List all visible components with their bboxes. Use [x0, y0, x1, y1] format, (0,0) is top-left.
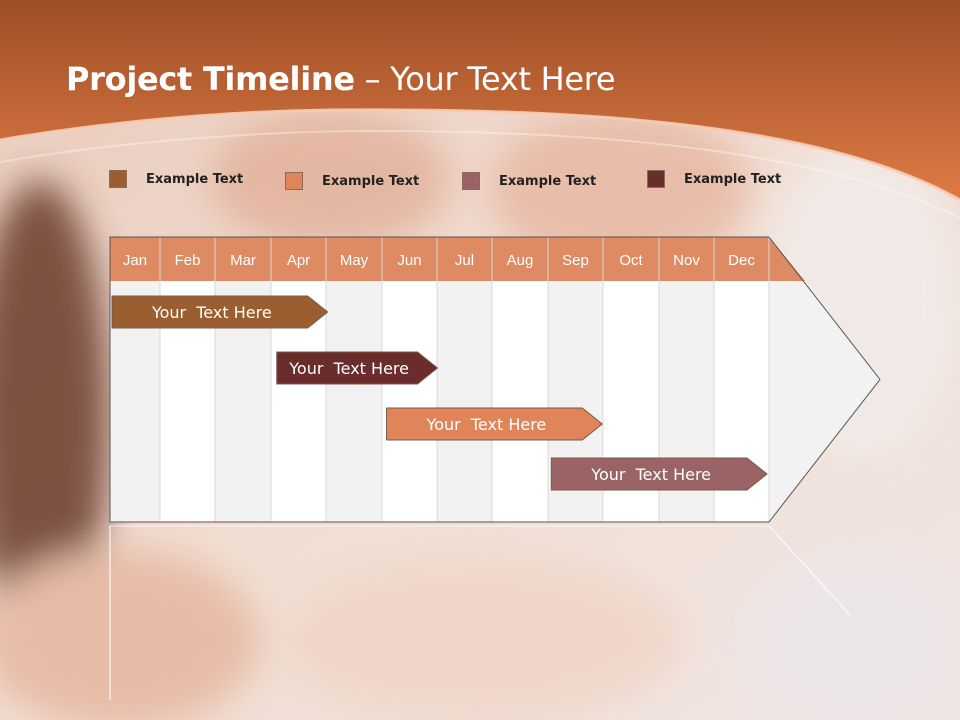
- month-label-sep: Sep: [562, 252, 589, 269]
- slide-title-rest: – Your Text Here: [354, 60, 616, 98]
- task-arrow-3: [386, 407, 604, 441]
- month-label-jun: Jun: [397, 252, 421, 269]
- month-label-jul: Jul: [455, 252, 474, 269]
- task-label-1: Your Text Here: [151, 303, 272, 322]
- month-column-aug: [492, 281, 548, 522]
- month-column-jun: [382, 281, 437, 522]
- legend-swatch-1: [109, 170, 127, 188]
- task-arrow-4: [550, 457, 768, 491]
- timeline-outline: [109, 236, 881, 523]
- task-label-3: Your Text Here: [426, 415, 547, 434]
- month-label-oct: Oct: [619, 252, 643, 269]
- month-label-may: May: [340, 252, 369, 269]
- legend-swatch-2: [285, 172, 303, 190]
- legend-label-1: Example Text: [146, 172, 244, 187]
- legend-swatch-3: [462, 172, 480, 190]
- month-column-may: [326, 281, 382, 522]
- timeline-reflection-right: [768, 525, 851, 616]
- month-column-jul: [437, 281, 492, 522]
- slide-title: Project Timeline – Your Text Here: [66, 60, 616, 98]
- task-arrow-2: [276, 351, 439, 385]
- month-label-feb: Feb: [175, 252, 201, 269]
- slide-title-bold: Project Timeline: [66, 60, 355, 98]
- legend-label-4: Example Text: [684, 172, 782, 187]
- legend-swatch-4: [647, 170, 665, 188]
- task-arrow-1: [111, 295, 329, 329]
- legend-label-3: Example Text: [499, 174, 597, 189]
- timeline-header: [110, 237, 805, 281]
- legend-label-2: Example Text: [322, 174, 420, 189]
- month-label-aug: Aug: [507, 252, 534, 269]
- month-label-apr: Apr: [287, 252, 310, 269]
- month-label-jan: Jan: [123, 252, 147, 269]
- task-label-4: Your Text Here: [590, 465, 711, 484]
- month-label-nov: Nov: [673, 252, 700, 269]
- task-label-2: Your Text Here: [288, 359, 409, 378]
- month-label-dec: Dec: [728, 252, 755, 269]
- month-label-mar: Mar: [230, 252, 256, 269]
